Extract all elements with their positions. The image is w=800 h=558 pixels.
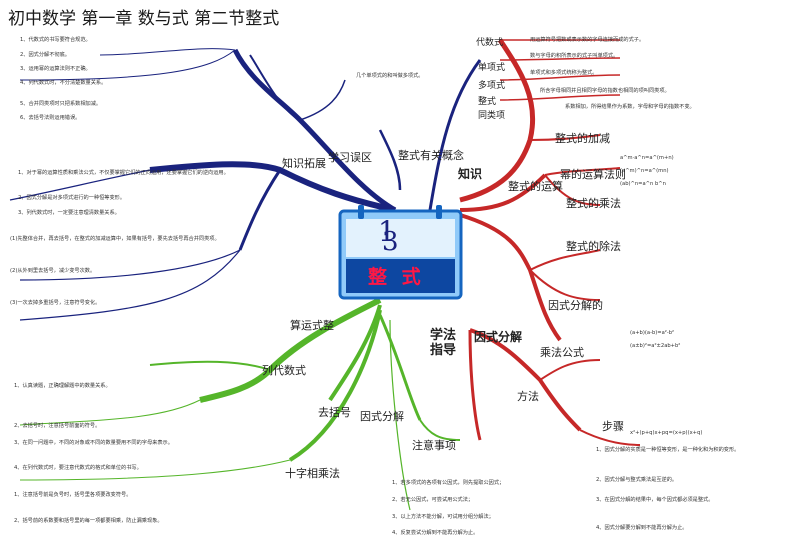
- branch-zhengshi-concept: 整式有关概念: [398, 149, 464, 162]
- left-bottom-note-4: 4、在列代数式时，要注意代数式的格式和单位的书写。: [14, 465, 142, 471]
- page-title: 初中数学 第一章 数与式 第二节整式: [8, 9, 280, 29]
- left-bottom-note-1: 1、认真读题，正确理解题中的数量关系。: [14, 383, 111, 389]
- right-note-2: 数与字母的积所表示的式子叫单项式。: [530, 53, 619, 59]
- left-note-6: 6、去括号法则运用错误。: [20, 115, 81, 121]
- left-note-5: 5、合并同类项时只把系数相加减。: [20, 101, 102, 107]
- left-mid-note-2: 2、因式分解是对多项式进行的一种恒等变形。: [18, 195, 126, 201]
- op-chengfa: 整式的乘法: [566, 197, 621, 210]
- branch-yin-shi-fen-jie-2: 因式分解: [474, 330, 523, 344]
- left-bottom-note-2: 2、去括号时，注意括号前面的符号。: [14, 423, 101, 429]
- left-mid-note-3: 3、列代数式时，一定要注意理清数量关系。: [18, 210, 120, 216]
- formula-square-diff: (a+b)(a-b)=a²-b²: [630, 330, 675, 336]
- right-bottom-note-3: 3、在因式分解的结果中，每个因式都必须是整式。: [596, 497, 714, 503]
- formula-power-3: (ab)^n=a^n b^n: [620, 181, 666, 187]
- calendar-frame-icon: [338, 205, 463, 300]
- method-qukuohao: 去括号: [318, 406, 351, 419]
- op-buzhou: 步骤: [602, 420, 624, 433]
- formula-cross: x²+(p+q)x+pq=(x+p)(x+q): [630, 430, 703, 436]
- branch-study-method: 学法指导: [430, 328, 457, 358]
- bottom-note-2: 2、若无公因式，可尝试用公式法；: [392, 497, 474, 503]
- op-mi-yunsuan: 幂的运算法则: [560, 168, 626, 181]
- bottom-note-1: 1、若多项式的各项有公因式，则先提取公因式；: [392, 480, 505, 486]
- op-chufa: 整式的除法: [566, 240, 621, 253]
- method-zhuyi-shixiang: 注意事项: [412, 439, 456, 452]
- left-lower-note-2: (2)从外到里去括号，减少变号次数。: [10, 268, 96, 274]
- left-bottom-note-5: 1、注意括号前是负号时，括号里各项要改变符号。: [14, 492, 132, 498]
- bottom-note-3: 3、以上方法不能分解，可试用分组分解法；: [392, 514, 494, 520]
- left-bottom-note-3: 3、在同一问题中，不同的对象或不同的数量要用不同的字母来表示。: [14, 440, 173, 446]
- formula-perfect-square: (a±b)²=a²±2ab+b²: [630, 343, 681, 349]
- right-note-1: 用运算符号把数或表示数的字母连接而成的式子。: [530, 37, 645, 43]
- right-note-4: 单项式和多项式统称为整式。: [530, 70, 598, 76]
- branch-xuexi-wuqu: 学习误区: [328, 151, 372, 164]
- left-note-4: 4、列代数式时，不分清楚数量关系。: [20, 80, 107, 86]
- branch-zhishi-tuozhan: 知识拓展: [282, 157, 326, 170]
- op-fangfa: 方法: [517, 390, 539, 403]
- concept-tongleixiang: 同类项: [478, 111, 506, 121]
- right-bottom-note-1: 1、因式分解的实质是一种恒等变形，是一种化和为积的变形。: [596, 447, 740, 453]
- center-label: 整 式: [368, 266, 425, 288]
- left-note-3: 3、运用幂的运算法则不正确。: [20, 66, 91, 72]
- left-note-2: 2、因式分解不彻底。: [20, 52, 70, 58]
- concept-danxiangshi: 单项式: [478, 63, 506, 73]
- branch-knowledge: 知识: [458, 167, 483, 181]
- center-node[interactable]: 1 3 整 式: [338, 205, 463, 300]
- center-number-3: 3: [382, 227, 399, 257]
- op-fenjie: 因式分解的: [548, 299, 603, 312]
- center-number-1: 1: [378, 215, 396, 248]
- right-note-5: 所含字母相同并且相同字母的指数也相同的项叫同类项。: [540, 88, 670, 94]
- formula-power-2: (a^m)^n=a^(mn): [620, 168, 669, 174]
- branch-suan-yun-suan: 算运式整: [290, 319, 334, 332]
- left-lower-note-3: (3)一次去掉多重括号，注意符号变化。: [10, 300, 101, 306]
- op-chengfa-gongshi: 乘法公式: [540, 346, 584, 359]
- method-shizi-chengfa: 十字相乘法: [285, 467, 340, 480]
- op-jiajian: 整式的加减: [555, 132, 610, 145]
- right-note-6: 系数相加，所得结果作为系数，字母和字母的指数不变。: [565, 104, 695, 110]
- left-bottom-note-6: 2、括号前的系数要和括号里的每一项都要相乘，防止漏乘现象。: [14, 518, 163, 524]
- branch-zhengshi-yunsuan: 整式的运算: [508, 180, 563, 193]
- concept-daishushi: 代数式: [476, 38, 504, 48]
- bottom-note-4: 4、反复尝试分解到不能再分解为止。: [392, 530, 479, 536]
- right-note-3: 几个单项式的和叫做多项式。: [356, 73, 424, 79]
- method-liedaishu: 列代数式: [262, 364, 306, 377]
- left-mid-note-1: 1、对于幂的运算性质和乘法公式，不仅要掌握它们的正向运用，还要掌握它们的逆向运用…: [18, 170, 229, 176]
- concept-zhengshi: 整式: [478, 97, 497, 107]
- branch-yin-shi-fen-jie: 因式分解: [360, 410, 404, 423]
- concept-duoxiangshi: 多项式: [478, 81, 506, 91]
- left-lower-note-1: (1)先整体合并，再去括号，在整式的加减运算中，如果有括号，要先去括号再合并同类…: [10, 236, 220, 242]
- formula-power-1: a^m·a^n=a^(m+n): [620, 155, 674, 161]
- right-bottom-note-4: 4、因式分解要分解到不能再分解为止。: [596, 525, 688, 531]
- right-bottom-note-2: 2、因式分解与整式乘法是互逆的。: [596, 477, 678, 483]
- left-note-1: 1、代数式的书写要符合规范。: [20, 37, 91, 43]
